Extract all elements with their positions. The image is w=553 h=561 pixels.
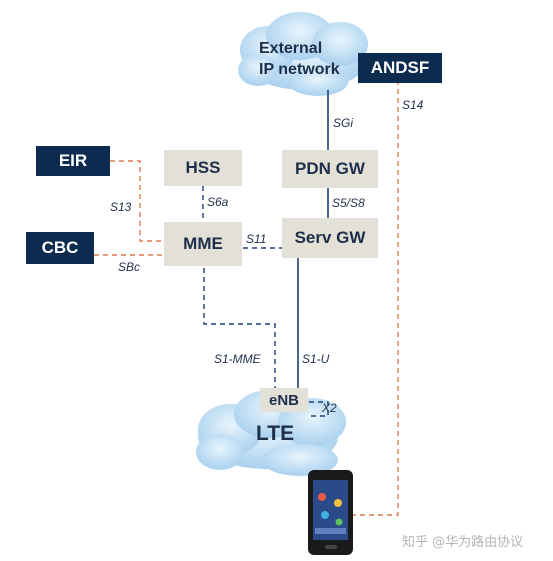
enb-node: eNB [260,388,308,412]
external-ip-network-label-line1: External [259,40,323,57]
sgi-label: SGi [333,116,354,130]
s1-mme-label: S1-MME [214,352,261,366]
pdn-gw-node: PDN GW [282,150,378,188]
s1-u-label: S1-U [302,352,330,366]
s6a-label: S6a [207,195,229,209]
user-plane-lines [297,90,329,388]
hss-node: HSS [164,150,242,186]
x2-label: X2 [322,401,337,415]
andsf-node: ANDSF [358,53,442,83]
serv-gw-node: Serv GW [282,218,378,258]
smartphone-icon [308,470,353,555]
eir-node: EIR [36,146,110,176]
control-plane-lines [202,186,329,417]
s11-label: S11 [246,232,267,246]
external-ip-network-cloud [238,12,368,96]
s13-label: S13 [110,200,132,214]
s5s8-label: S5/S8 [332,196,365,210]
cbc-node: CBC [26,232,94,264]
lte-cloud-label: LTE [256,422,295,445]
auxiliary-interface-lines [94,80,399,516]
mme-node: MME [164,222,242,266]
s14-label: S14 [402,98,424,112]
sbc-label: SBc [118,260,141,274]
watermark: 知乎 @华为路由协议 [402,535,524,550]
external-ip-network-label-line2: IP network [259,61,340,78]
lte-cloud [196,390,346,476]
